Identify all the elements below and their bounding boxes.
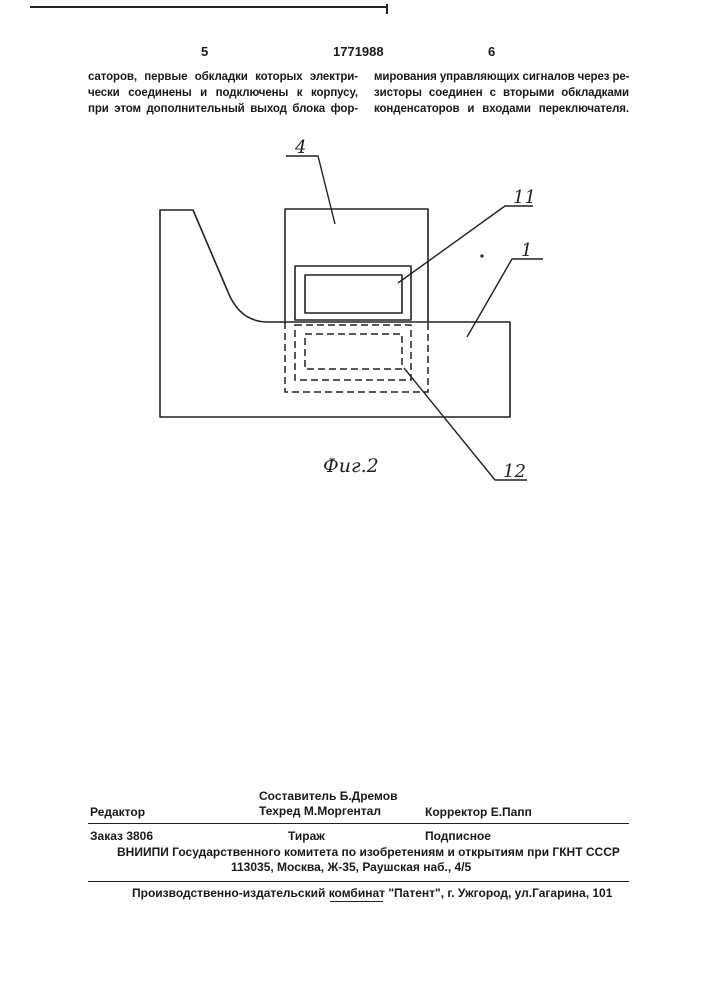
leader-line-4 (286, 156, 335, 224)
techred-line: Техред М.Моргентал (259, 804, 381, 818)
label-12: 12 (503, 461, 526, 482)
subscription-label: Подписное (425, 829, 491, 843)
vniipi-line: ВНИИПИ Государственного комитета по изоб… (117, 845, 620, 859)
stray-mark (480, 254, 483, 257)
leader-line-1 (467, 259, 543, 337)
leader-line-11 (398, 206, 533, 283)
circulation-label: Тираж (288, 829, 325, 843)
order-number: Заказ 3806 (90, 829, 153, 843)
corrector-line: Корректор Е.Папп (425, 805, 532, 819)
address-line: 113035, Москва, Ж-35, Раушская наб., 4/5 (231, 860, 471, 874)
imprint-rule-top (88, 823, 629, 824)
figure-caption: Фиг.2 (323, 455, 379, 477)
label-1: 1 (521, 240, 532, 261)
publisher-line: Производственно-издательский комбинат "П… (132, 886, 612, 900)
element-12-window (305, 334, 402, 369)
element-11-window (305, 275, 402, 313)
figure-2-drawing: 4 11 1 12 Фиг.2 (0, 0, 707, 520)
label-4: 4 (294, 137, 306, 158)
editor-label: Редактор (90, 805, 145, 819)
element-4-hidden-edges (285, 322, 428, 392)
publisher-underline (330, 901, 383, 902)
element-11-frame (295, 266, 411, 320)
compiler-line: Составитель Б.Дремов (259, 789, 397, 803)
imprint-rule-bottom (88, 881, 629, 882)
label-11: 11 (513, 187, 536, 208)
